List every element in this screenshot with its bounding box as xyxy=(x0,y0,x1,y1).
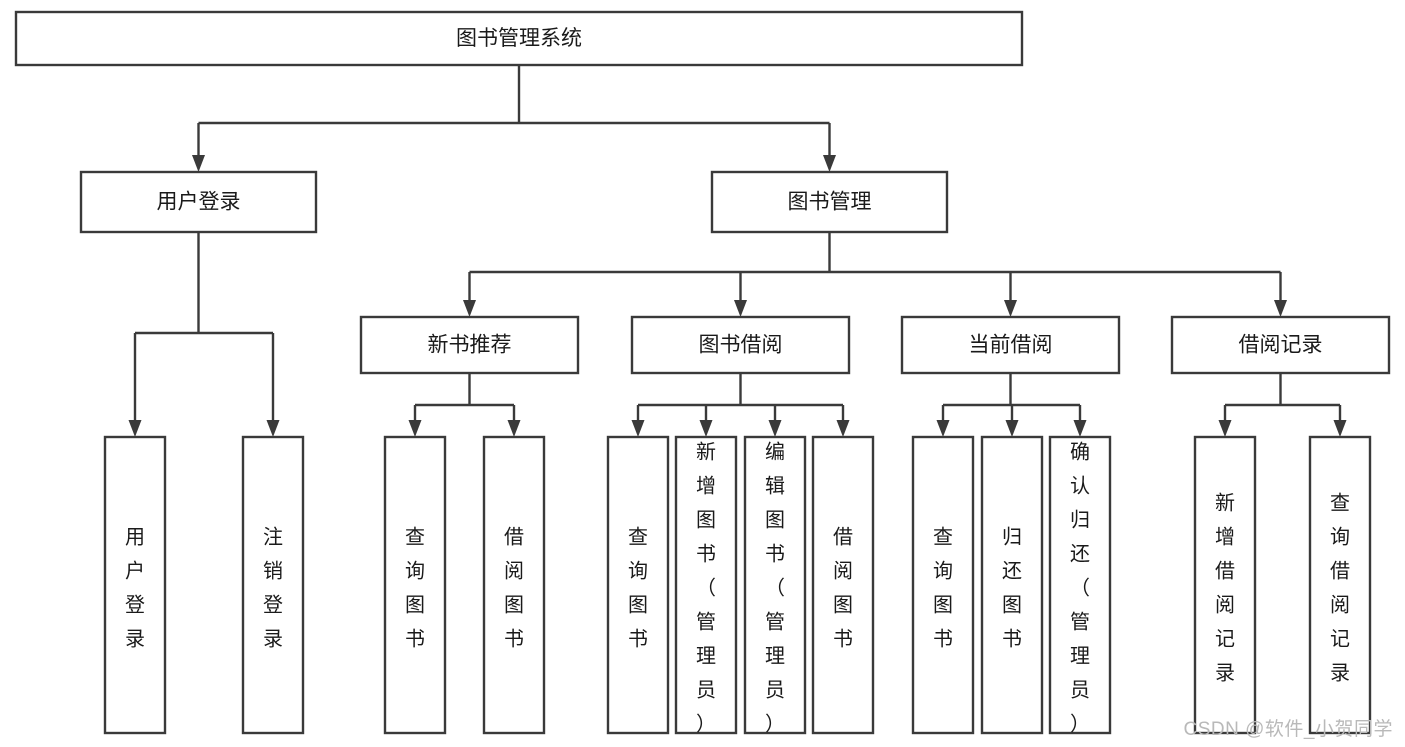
node-book-manage-label: 图书管理 xyxy=(788,191,872,214)
arrow-down-icon xyxy=(768,420,782,437)
connector-lines-group xyxy=(128,65,1347,437)
node-book-borrow-label: 图书借阅 xyxy=(699,334,783,357)
node-leaf-edit-book-rect[interactable] xyxy=(743,435,807,735)
node-leaf-confirm-return-label: 确认归还（管理员） xyxy=(1070,441,1090,736)
node-leaf-logout-login-label: 注销登录 xyxy=(263,526,283,651)
node-leaf-query-book-2-rect[interactable] xyxy=(606,435,670,735)
node-new-book-recommend-rect[interactable] xyxy=(359,315,580,375)
node-book-borrow-rect[interactable] xyxy=(630,315,851,375)
arrow-down-icon xyxy=(1333,420,1347,437)
arrow-down-icon xyxy=(128,420,142,437)
node-leaf-query-book-1-label: 查询图书 xyxy=(405,526,425,651)
node-leaf-add-borrow-record[interactable]: 新增借阅记录 xyxy=(1193,435,1257,735)
node-leaf-query-borrow-record[interactable]: 查询借阅记录 xyxy=(1308,435,1372,735)
node-leaf-return-book-label: 归还图书 xyxy=(1002,526,1022,651)
node-leaf-add-borrow-record-rect[interactable] xyxy=(1193,435,1257,735)
node-leaf-logout-login-rect[interactable] xyxy=(241,435,305,735)
node-leaf-add-book-label: 新增图书（管理员） xyxy=(696,441,716,736)
arrow-down-icon xyxy=(699,420,713,437)
node-leaf-return-book[interactable]: 归还图书 xyxy=(980,435,1044,735)
node-root-system[interactable]: 图书管理系统 xyxy=(14,10,1024,67)
node-leaf-borrow-book-2-label: 借阅图书 xyxy=(833,526,853,651)
node-current-borrow-rect[interactable] xyxy=(900,315,1121,375)
arrow-down-icon xyxy=(463,300,476,317)
node-leaf-add-book[interactable]: 新增图书（管理员） xyxy=(674,435,738,736)
node-user-login-label: 用户登录 xyxy=(157,191,241,214)
arrow-down-icon xyxy=(192,155,205,172)
node-leaf-borrow-book-2[interactable]: 借阅图书 xyxy=(811,435,875,735)
node-new-book-recommend-label: 新书推荐 xyxy=(428,334,512,357)
node-leaf-query-book-1[interactable]: 查询图书 xyxy=(383,435,447,735)
node-leaf-user-login-rect[interactable] xyxy=(103,435,167,735)
arrow-down-icon xyxy=(266,420,280,437)
node-leaf-query-book-3-label: 查询图书 xyxy=(933,526,953,651)
node-leaf-borrow-book-1-rect[interactable] xyxy=(482,435,546,735)
node-borrow-record-label: 借阅记录 xyxy=(1239,334,1323,357)
node-leaf-user-login[interactable]: 用户登录 xyxy=(103,435,167,735)
node-leaf-query-book-2-label: 查询图书 xyxy=(628,526,648,651)
arrow-down-icon xyxy=(734,300,747,317)
arrow-down-icon xyxy=(1004,300,1017,317)
node-leaf-query-book-1-rect[interactable] xyxy=(383,435,447,735)
node-borrow-record-rect[interactable] xyxy=(1170,315,1391,375)
node-root-system-rect[interactable] xyxy=(14,10,1024,67)
node-leaf-borrow-book-1-label: 借阅图书 xyxy=(504,526,524,651)
node-leaf-add-borrow-record-label: 新增借阅记录 xyxy=(1215,492,1235,685)
node-root-system-label: 图书管理系统 xyxy=(456,27,582,50)
node-user-login-rect[interactable] xyxy=(79,170,318,234)
node-leaf-query-borrow-record-rect[interactable] xyxy=(1308,435,1372,735)
arrow-down-icon xyxy=(836,420,850,437)
node-leaf-edit-book-label: 编辑图书（管理员） xyxy=(765,441,785,736)
node-leaf-confirm-return[interactable]: 确认归还（管理员） xyxy=(1048,435,1112,736)
arrow-down-icon xyxy=(823,155,836,172)
node-current-borrow-label: 当前借阅 xyxy=(969,334,1053,357)
node-leaf-logout-login[interactable]: 注销登录 xyxy=(241,435,305,735)
arrow-down-icon xyxy=(936,420,950,437)
arrow-down-icon xyxy=(1274,300,1287,317)
node-leaf-query-book-3[interactable]: 查询图书 xyxy=(911,435,975,735)
arrow-down-icon xyxy=(507,420,521,437)
node-leaf-edit-book[interactable]: 编辑图书（管理员） xyxy=(743,435,807,736)
node-user-login[interactable]: 用户登录 xyxy=(79,170,318,234)
node-leaf-borrow-book-1[interactable]: 借阅图书 xyxy=(482,435,546,735)
node-leaf-add-book-rect[interactable] xyxy=(674,435,738,735)
arrow-down-icon xyxy=(1005,420,1019,437)
node-leaf-borrow-book-2-rect[interactable] xyxy=(811,435,875,735)
node-new-book-recommend[interactable]: 新书推荐 xyxy=(359,315,580,375)
node-leaf-query-book-3-rect[interactable] xyxy=(911,435,975,735)
arrow-down-icon xyxy=(408,420,422,437)
arrow-down-icon xyxy=(631,420,645,437)
arrow-down-icon xyxy=(1073,420,1087,437)
node-current-borrow[interactable]: 当前借阅 xyxy=(900,315,1121,375)
node-leaf-user-login-label: 用户登录 xyxy=(125,527,145,651)
node-leaf-return-book-rect[interactable] xyxy=(980,435,1044,735)
node-leaf-query-book-2[interactable]: 查询图书 xyxy=(606,435,670,735)
arrow-down-icon xyxy=(1218,420,1232,437)
node-leaf-query-borrow-record-label: 查询借阅记录 xyxy=(1330,492,1350,685)
node-leaf-confirm-return-rect[interactable] xyxy=(1048,435,1112,735)
node-book-manage[interactable]: 图书管理 xyxy=(710,170,949,234)
node-book-borrow[interactable]: 图书借阅 xyxy=(630,315,851,375)
node-borrow-record[interactable]: 借阅记录 xyxy=(1170,315,1391,375)
node-book-manage-rect[interactable] xyxy=(710,170,949,234)
node-boxes-group: 图书管理系统用户登录图书管理新书推荐图书借阅当前借阅借阅记录用户登录注销登录查询… xyxy=(14,10,1391,736)
